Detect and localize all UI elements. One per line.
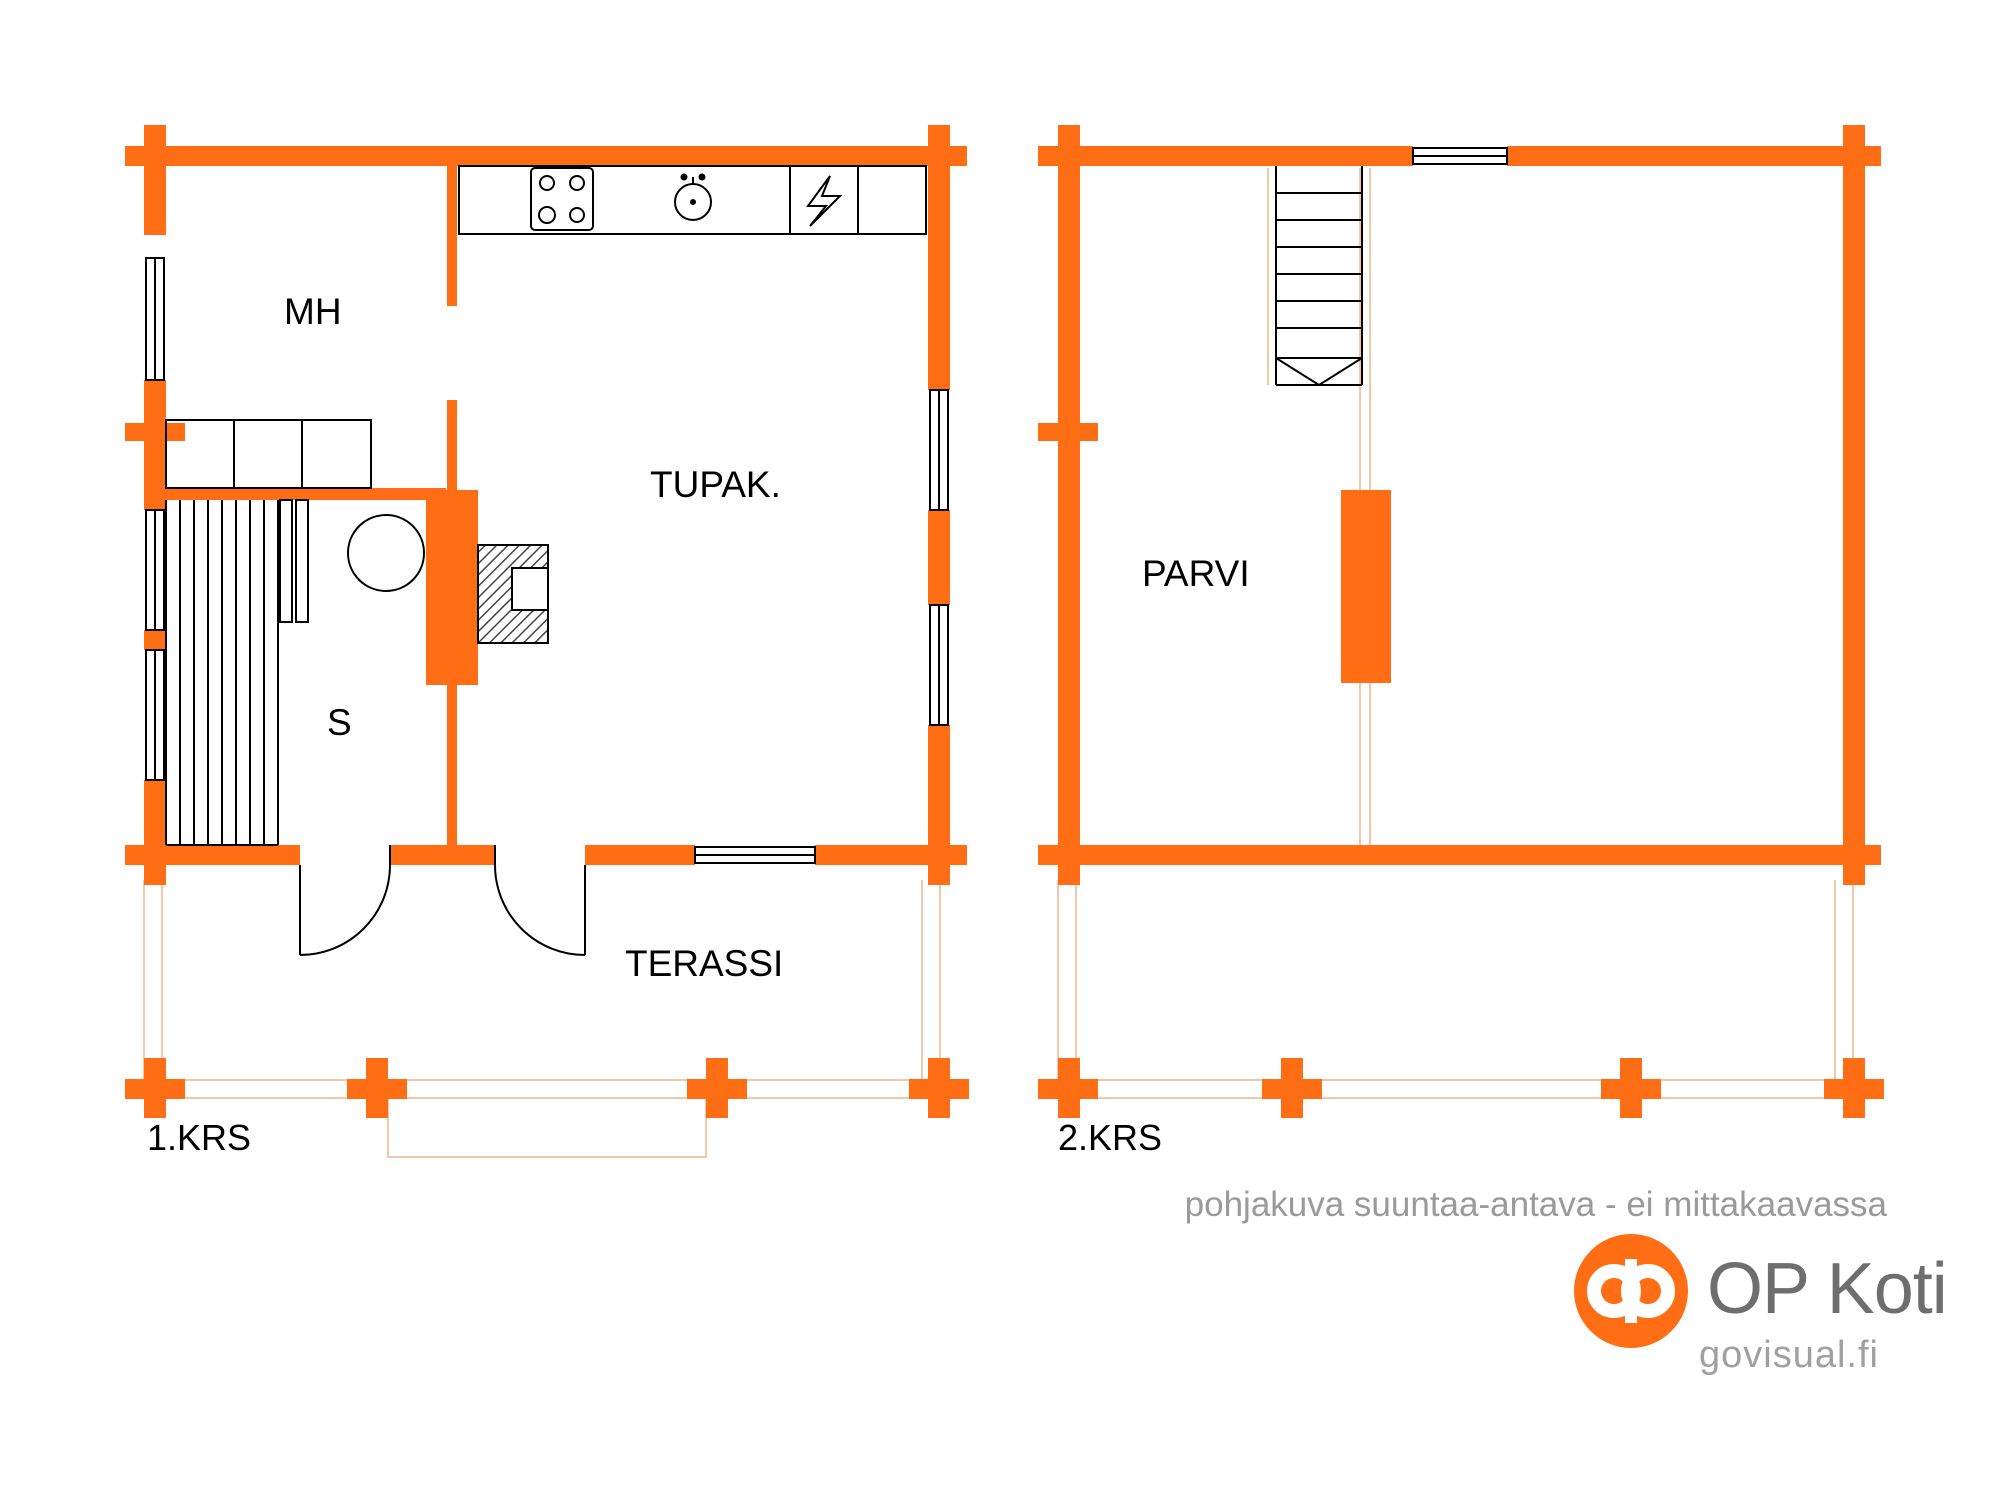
room-label-mh: MH — [284, 291, 342, 332]
brand-name: OP Koti — [1707, 1249, 1948, 1329]
floor-label-2: 2.KRS — [1058, 1117, 1162, 1158]
floor-1-walls — [125, 125, 967, 885]
floor-2-plan: PARVI 2.KRS — [1038, 125, 1884, 1158]
stove-icon — [530, 167, 594, 231]
fireplace-icon — [477, 544, 549, 644]
terrace-outline — [143, 880, 941, 1158]
disclaimer-text: pohjakuva suuntaa-antava - ei mittakaava… — [1184, 1185, 1887, 1224]
staircase — [1275, 166, 1363, 386]
floor-2-posts — [1038, 1058, 1884, 1118]
room-label-s: S — [327, 702, 352, 743]
floor-1-plan: MH TUPAK. S TERASSI 1.KRS — [125, 125, 969, 1158]
floor-1-windows — [145, 257, 949, 864]
room-label-tupak: TUPAK. — [650, 464, 781, 505]
sauna-benches — [165, 499, 309, 846]
sink-icon — [674, 173, 712, 221]
op-logo-icon — [1574, 1234, 1688, 1348]
room-label-terassi: TERASSI — [625, 943, 783, 984]
room-label-parvi: PARVI — [1142, 553, 1250, 594]
sauna-heater-icon — [347, 514, 425, 592]
website-text: govisual.fi — [1699, 1334, 1879, 1376]
floor-2-terrace-outline — [1057, 168, 1854, 1099]
kitchen-counter — [458, 165, 927, 235]
floor-label-1: 1.KRS — [147, 1117, 251, 1158]
floor-1-doors — [299, 845, 586, 956]
floor-2-windows — [1412, 147, 1508, 165]
changing-room-bench — [165, 419, 372, 489]
electric-stove-icon — [806, 175, 843, 227]
floor-1-posts — [125, 845, 969, 1118]
floor-2-walls — [1038, 125, 1881, 885]
